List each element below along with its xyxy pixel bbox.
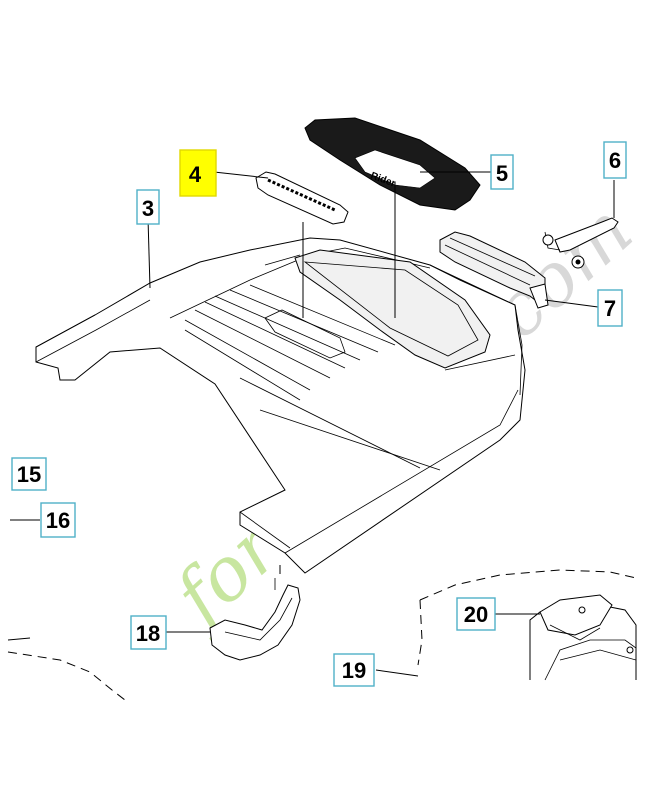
badge-decal-part[interactable] xyxy=(255,171,349,225)
callout-6-label: 6 xyxy=(609,148,621,173)
bracket-part[interactable] xyxy=(209,565,301,661)
callout-20[interactable]: 20 xyxy=(456,597,496,631)
callout-15-label: 15 xyxy=(17,462,41,487)
callout-20-label: 20 xyxy=(464,602,488,627)
callout-7[interactable]: 7 xyxy=(597,289,623,327)
clip-part[interactable] xyxy=(542,217,619,269)
callout-16[interactable]: 16 xyxy=(40,502,76,538)
frame-assembly xyxy=(417,569,637,681)
leader-4 xyxy=(213,171,269,179)
leader-7 xyxy=(544,299,599,308)
callout-19[interactable]: 19 xyxy=(333,653,375,687)
leader-3 xyxy=(147,217,151,289)
callout-18-label: 18 xyxy=(136,621,160,646)
callout-4-label: 4 xyxy=(189,162,202,187)
reference-line-left xyxy=(7,637,31,641)
handle-part[interactable] xyxy=(439,231,549,309)
callout-19-label: 19 xyxy=(342,658,366,683)
dashed-outline-left xyxy=(7,651,126,701)
leader-19 xyxy=(375,669,419,677)
callout-18[interactable]: 18 xyxy=(130,615,167,650)
callout-4[interactable]: 4 xyxy=(179,149,217,197)
callout-5-label: 5 xyxy=(496,161,508,186)
callout-3[interactable]: 3 xyxy=(136,189,160,225)
callout-7-label: 7 xyxy=(604,296,616,321)
hood-part[interactable] xyxy=(35,237,526,574)
callout-6[interactable]: 6 xyxy=(603,141,627,179)
callout-5[interactable]: 5 xyxy=(490,154,514,190)
callout-3-label: 3 xyxy=(142,196,154,221)
callout-15[interactable]: 15 xyxy=(11,457,47,491)
decal-panel-part[interactable]: Rider xyxy=(304,117,481,211)
callout-16-label: 16 xyxy=(46,508,70,533)
